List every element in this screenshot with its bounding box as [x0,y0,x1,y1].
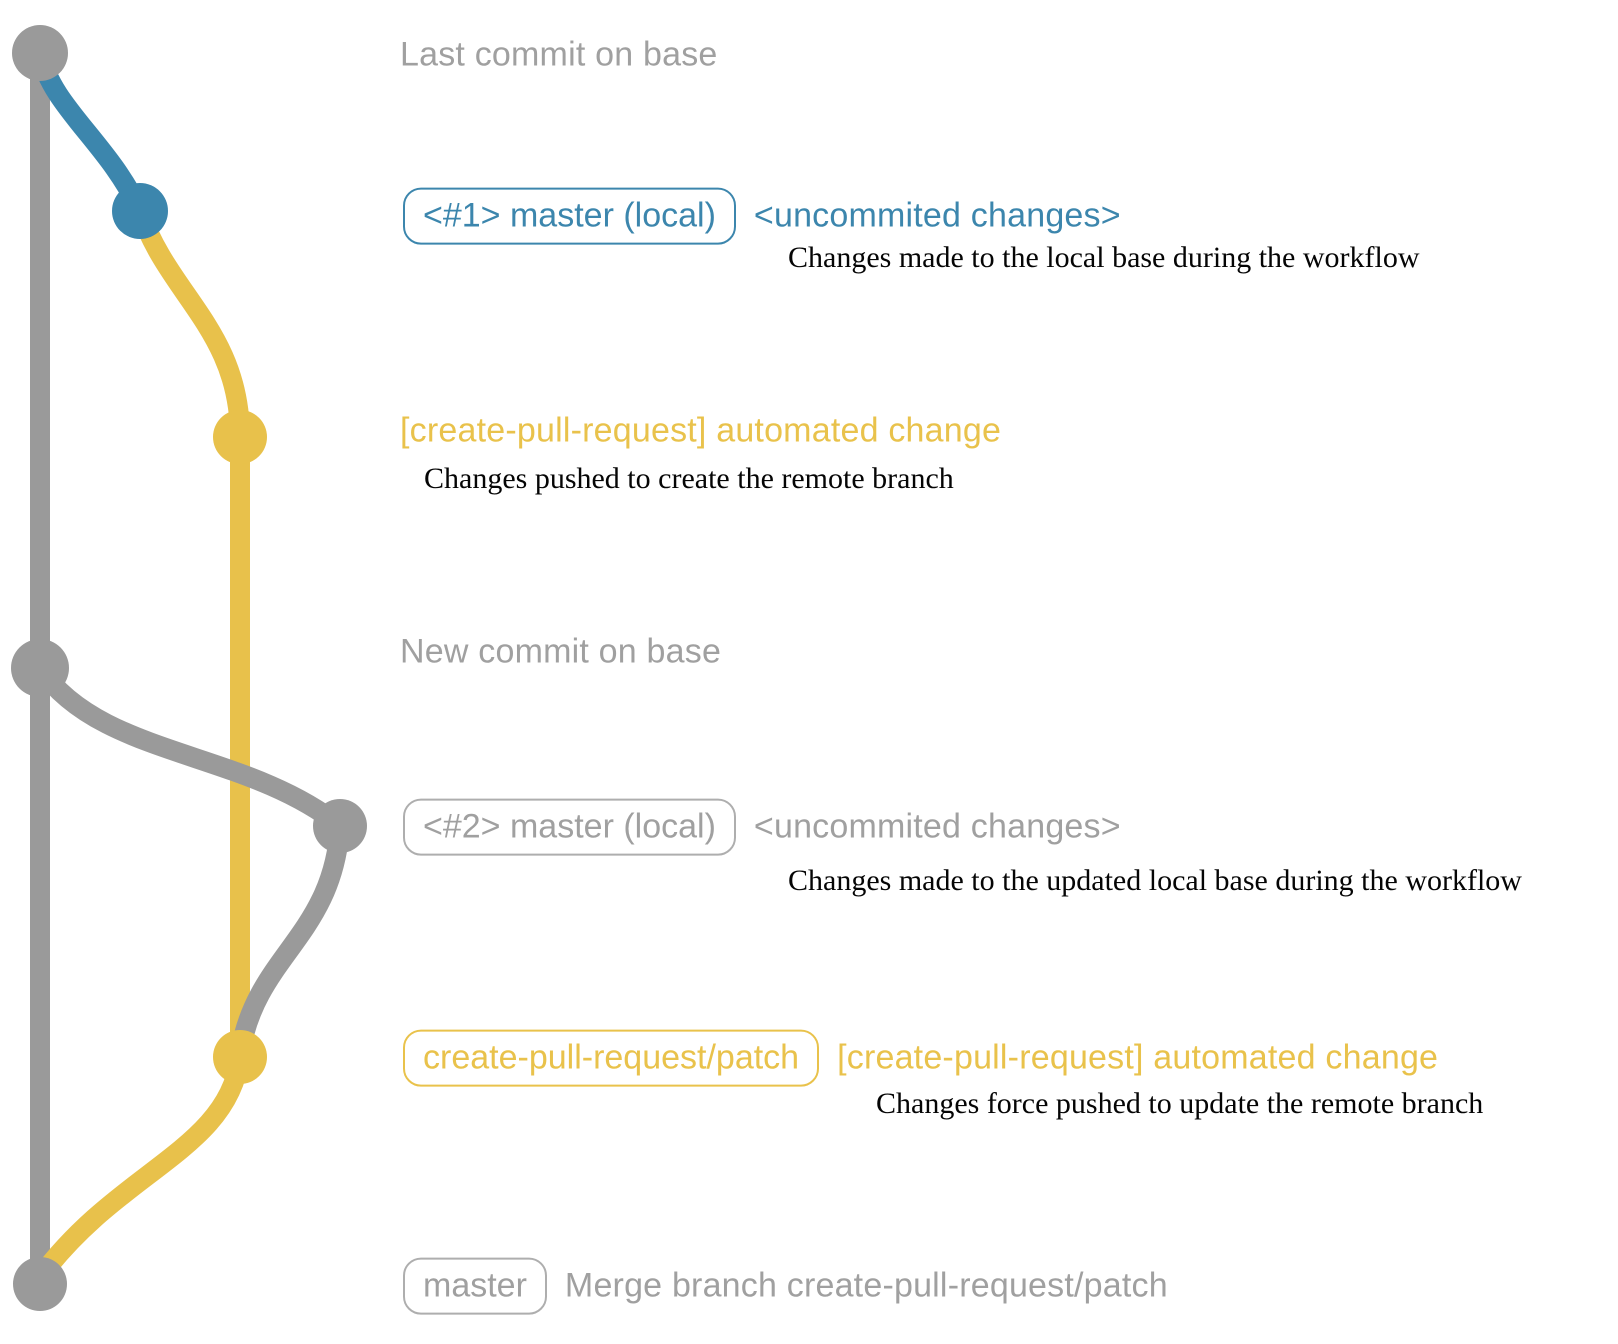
merge-commit-label: Merge branch create-pull-request/patch [564,1266,1168,1305]
patch-branch-line [130,201,250,1067]
desc-push-remote-branch: Changes pushed to create the remote bran… [424,462,954,495]
uncommited-changes-label-1: <uncommited changes> [753,196,1121,235]
last-commit-label: Last commit on base [400,35,718,74]
branch-badge-master-local-2: <#2> master (local) [403,798,736,856]
commit-graph [11,25,367,1311]
commit-dot-local-1 [112,183,168,239]
commit-dot-merge [13,1257,67,1311]
row-last-commit: Last commit on base [400,36,718,75]
desc-force-push: Changes force pushed to update the remot… [876,1087,1484,1120]
branch-badge-patch: create-pull-request/patch [403,1029,820,1087]
row-new-commit: New commit on base [400,633,721,672]
commit-dot-new-base [11,639,69,697]
local-to-patch-line [231,816,350,1058]
desc-local-changes-2: Changes made to the updated local base d… [788,864,1522,897]
local-change-line-2 [30,658,350,836]
new-commit-label: New commit on base [400,632,722,671]
row-automated-change-1: [create-pull-request] automated change [400,412,1001,451]
row-patch-branch: create-pull-request/patch [create-pull-r… [403,1029,1439,1087]
uncommited-changes-label-2: <uncommited changes> [753,807,1121,846]
commit-dot-local-2 [313,799,367,853]
automated-change-title-1: [create-pull-request] automated change [400,411,1002,450]
row-local-master-1: <#1> master (local) <uncommited changes> [403,187,1121,245]
local-change-line-1 [30,43,150,221]
commit-dot-patch-2 [213,1030,267,1084]
row-local-master-2: <#2> master (local) <uncommited changes> [403,798,1121,856]
commit-dot-patch-1 [213,410,267,464]
automated-change-title-2: [create-pull-request] automated change [837,1038,1439,1077]
branch-badge-master-local-1: <#1> master (local) [403,187,736,245]
commit-dot-last-base [12,25,68,81]
branch-badge-master: master [403,1257,547,1315]
row-merge-master: master Merge branch create-pull-request/… [403,1257,1168,1315]
desc-local-changes-1: Changes made to the local base during th… [788,241,1420,274]
patch-merge-line [31,1047,250,1286]
